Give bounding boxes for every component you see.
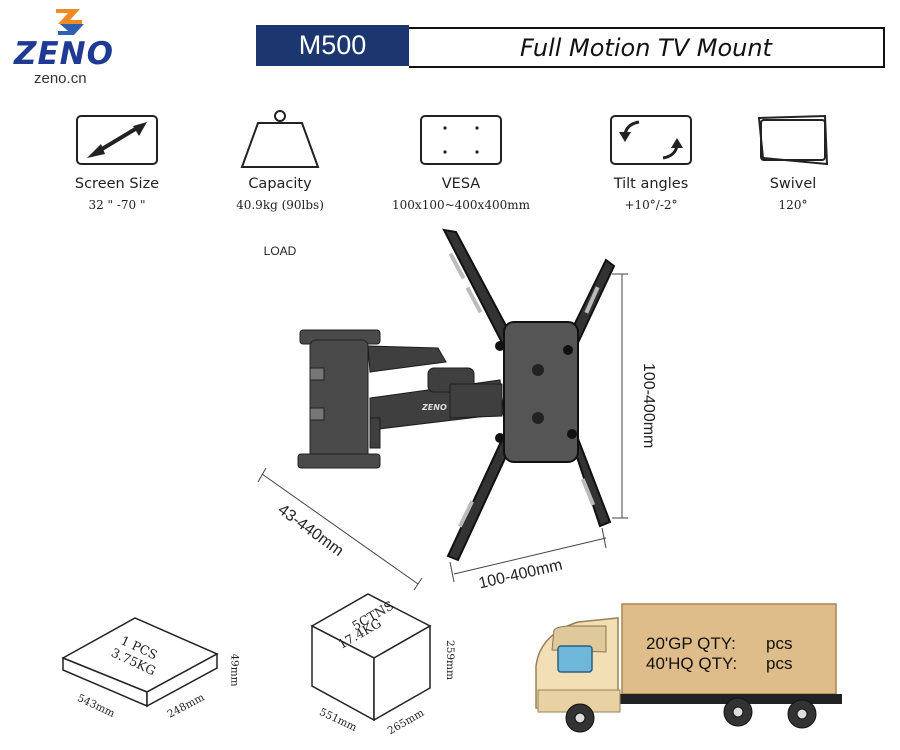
- diagonal-arrow-icon: [76, 115, 158, 165]
- truck-wheels: [565, 697, 817, 733]
- spec-tilt: Tilt angles +10°/-2°: [571, 108, 731, 212]
- dimension-lines: [257, 273, 628, 591]
- shipping-truck: [535, 603, 842, 733]
- spec-value: 100x100~400x400mm: [392, 198, 530, 212]
- spec-name: VESA: [441, 176, 481, 192]
- spec-value: 120°: [778, 198, 808, 212]
- swivel-icon: [757, 114, 829, 166]
- page-title: Full Motion TV Mount: [409, 27, 885, 68]
- spec-screen-size: Screen Size 32 " -70 ": [37, 108, 197, 212]
- carton-height: 259mm: [443, 640, 456, 680]
- spec-value: 32 " -70 ": [88, 198, 146, 212]
- single-box-height: 49mm: [228, 653, 241, 687]
- spec-name: Capacity: [248, 176, 312, 192]
- hq40-qty-unit: pcs: [766, 654, 793, 673]
- spec-name: Swivel: [769, 176, 817, 192]
- spec-vesa: VESA 100x100~400x400mm: [381, 108, 541, 212]
- gp20-qty-label: 20'GP QTY:: [646, 634, 736, 653]
- brand-url[interactable]: zeno.cn: [34, 70, 87, 87]
- carton-box: [310, 593, 432, 722]
- logo-mark-icon: [56, 9, 84, 35]
- gp20-qty-unit: pcs: [766, 634, 793, 653]
- articulating-arm: [367, 345, 505, 449]
- spec-swivel: Swivel 120°: [713, 108, 873, 212]
- single-package-box: [61, 617, 219, 708]
- arm-brand-text: ZENO: [421, 403, 447, 412]
- spec-name: Screen Size: [74, 176, 160, 192]
- brand-name: ZENO: [14, 36, 114, 72]
- spec-name: Tilt angles: [613, 176, 689, 192]
- spec-value: 40.9kg (90lbs): [236, 198, 324, 212]
- spec-capacity: LOAD Capacity 40.9kg (90lbs): [200, 108, 360, 258]
- weight-icon-label: LOAD: [263, 244, 297, 258]
- vesa-holes-icon: [420, 115, 502, 165]
- brand-logo: [10, 6, 130, 96]
- hq40-qty-label: 40'HQ QTY:: [646, 654, 738, 673]
- bracket-slots: [448, 252, 600, 528]
- tv-mount-illustration: ZENO: [257, 228, 628, 591]
- dim-height: 100-400mm: [640, 363, 657, 449]
- model-badge: M500: [256, 25, 409, 66]
- spec-value: +10°/-2°: [624, 198, 678, 212]
- tilt-arrows-icon: [610, 115, 692, 165]
- wall-plate: [297, 329, 381, 469]
- weight-icon: [240, 110, 320, 168]
